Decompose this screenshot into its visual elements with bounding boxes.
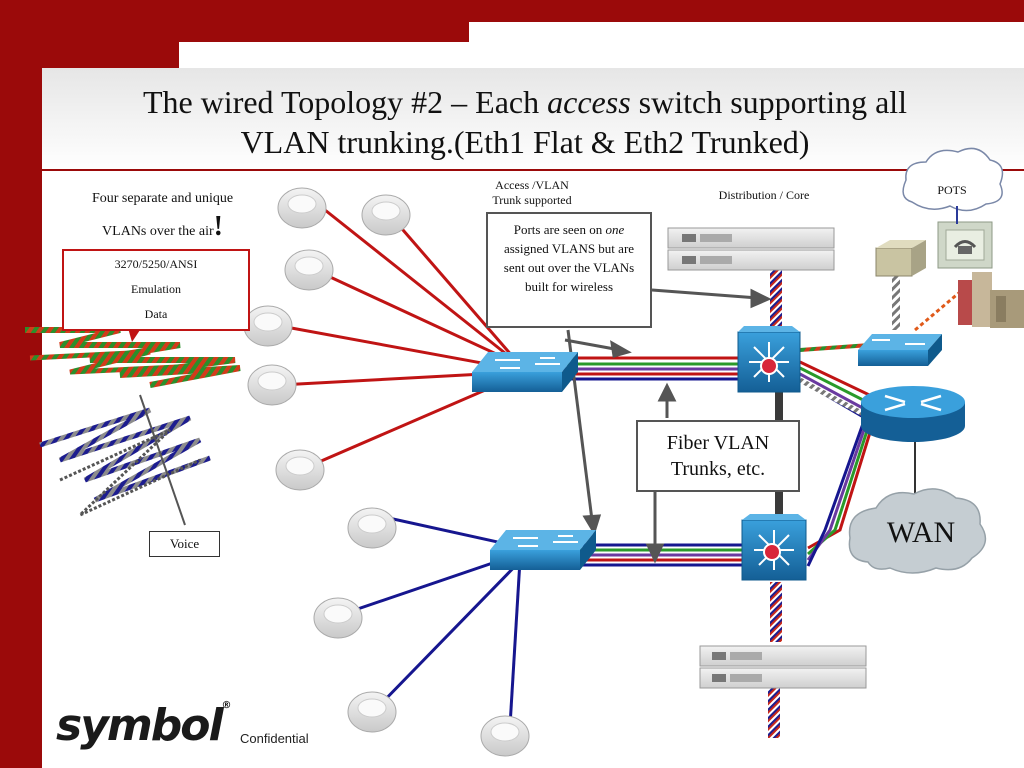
access-switch-bottom-icon [490,530,596,570]
ports-text-before: Ports are seen on [513,222,606,237]
pbx-icon [875,240,926,277]
wan-cloud-icon [848,488,987,574]
emulation-line3: Data [144,307,168,321]
server-rack-top-icon [667,227,835,271]
access-vlan-label: Access /VLAN Trunk supported [472,178,592,208]
title-line2: VLAN trunking.(Eth1 Flat & Eth2 Trunked) [240,124,810,160]
air-line2: VLANs over the air [102,224,214,239]
title-line1-after: switch supporting all [630,84,908,120]
access-points [243,187,530,757]
registered-mark: ® [221,700,232,711]
access-line2: Trunk supported [492,193,572,207]
ports-callout-box: Ports are seen on one assigned VLANS but… [486,212,652,328]
core-switch-top-icon [737,326,801,393]
pots-cloud-icon [902,147,1004,212]
title-background [42,68,1024,170]
voice-label: Voice [169,536,200,551]
voice-pointer [139,394,186,526]
access-point-icon [361,194,411,236]
distribution-core-label: Distribution / Core [718,188,810,202]
access-line1: Access /VLAN [495,178,569,192]
access-point-icon [275,449,325,491]
emulation-line2: Emulation [131,282,181,296]
pots-label: POTS [937,183,967,197]
slide-title: The wired Topology #2 – Each access swit… [60,82,990,162]
top-red-band [0,0,1024,22]
phone-gateway-icon [937,221,993,269]
access-point-icon [284,249,334,291]
access-point-icon [347,691,397,733]
core-switch-bottom-icon [741,514,807,581]
pbx-cabinet-icon [958,272,1024,328]
left-red-band [0,68,42,768]
title-line1-before: The wired Topology #2 – Each [142,84,548,120]
title-line1-emphasis: access [547,84,631,120]
emulation-box: 3270/5250/ANSI Emulation Data [62,249,250,331]
wireless-vlan-waves [25,327,241,517]
air-vlans-label: Four separate and unique VLANs over the … [70,190,255,241]
fiber-line1: Fiber VLAN [666,432,770,454]
voice-box: Voice [149,531,220,557]
access-point-icon [243,305,293,347]
wan-label: WAN [886,516,956,549]
access-point-icon [347,507,397,549]
router-icon [861,386,965,442]
access-point-icon [277,187,327,229]
fiber-line2: Trunks, etc. [670,458,766,480]
emulation-line1: 3270/5250/ANSI [114,257,198,271]
access-point-icon [313,597,363,639]
access-point-icon [480,715,530,757]
fiber-callout-box: Fiber VLAN Trunks, etc. [636,420,800,492]
access-point-icon [247,364,297,406]
ports-text-emphasis: one [605,222,625,237]
access-switch-top-icon [472,352,578,392]
emulation-pointer [128,328,140,342]
symbol-logo: symbol® [56,700,232,751]
pots-switch-icon [858,334,942,366]
server-rack-bottom-icon [699,645,867,689]
logo-text: symbol [56,700,224,751]
confidential-label: Confidential [240,731,309,746]
air-line1: Four separate and unique [91,191,234,206]
red-ap-links [274,208,522,470]
air-bang: ! [213,211,223,242]
ports-text-after: assigned VLANS but are sent out over the… [503,241,635,294]
